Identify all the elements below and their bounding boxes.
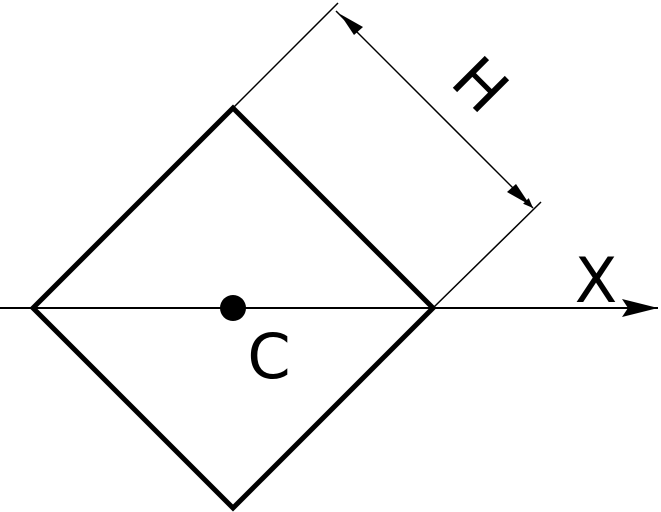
axis-label: X [575,244,617,317]
dimension-line-h [335,10,534,209]
center-label: C [247,320,290,393]
center-point [220,295,246,321]
extension-line-right [432,201,542,309]
dimension-arrow-top [340,14,363,35]
dimension-arrow-bottom [507,184,530,205]
extension-line-top [232,2,339,109]
height-label: H [438,43,523,128]
